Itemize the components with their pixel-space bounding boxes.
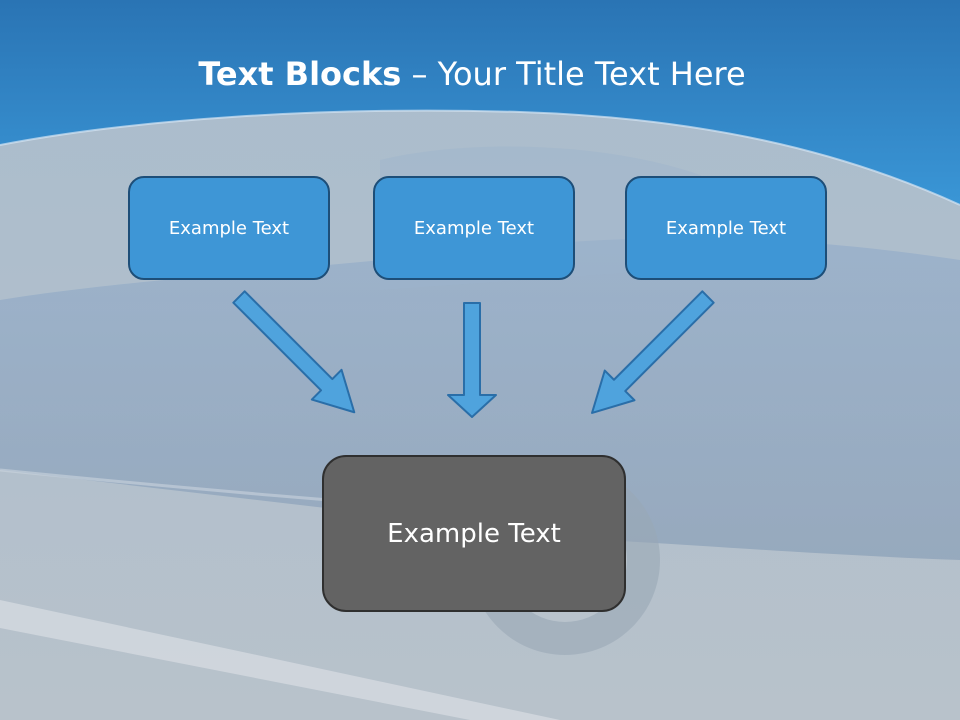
title-dash: – (401, 55, 438, 93)
title-rest-part: Your Title Text Here (437, 55, 746, 93)
title-bold-part: Text Blocks (198, 55, 402, 93)
result-block-label: Example Text (387, 518, 561, 549)
text-block-2-label: Example Text (413, 217, 535, 239)
text-block-1[interactable]: Example Text (128, 176, 330, 280)
result-block[interactable]: Example Text (322, 455, 626, 612)
slide-title: Text Blocks – Your Title Text Here (0, 52, 944, 96)
text-block-3[interactable]: Example Text (625, 176, 827, 280)
text-block-3-label: Example Text (665, 217, 787, 239)
text-block-1-label: Example Text (168, 217, 290, 239)
text-block-2[interactable]: Example Text (373, 176, 575, 280)
